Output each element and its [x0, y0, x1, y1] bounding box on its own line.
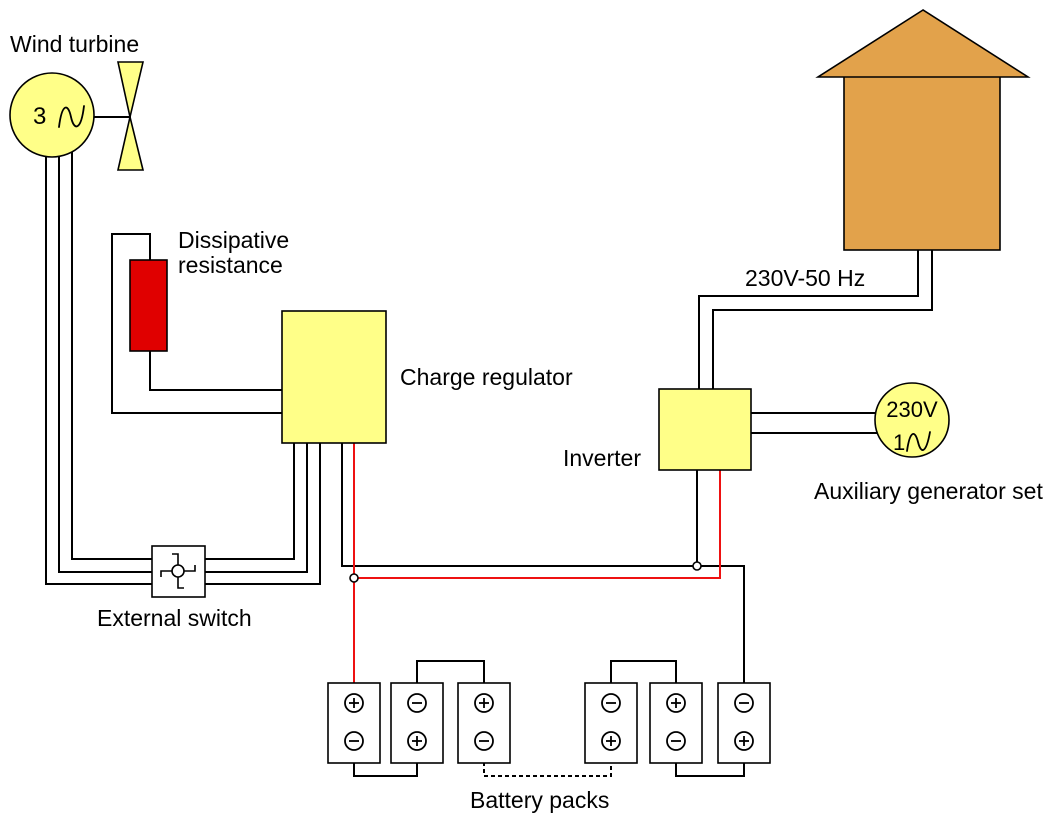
battery-link-bottom-5-6 — [675, 762, 745, 777]
minus-terminal-icon — [734, 693, 754, 713]
inverter — [658, 388, 752, 471]
generator-phase-count: 1 — [893, 430, 905, 455]
dissipative-resistance-label-line2: resistance — [178, 252, 283, 278]
mains-supply-label: 230V-50 Hz — [745, 265, 865, 291]
switch-to-regulator-wire-2 — [204, 442, 308, 573]
junction-positive — [349, 573, 359, 583]
turbine-generator-circle — [9, 72, 95, 158]
battery-case — [584, 682, 638, 764]
generator-voltage: 230V — [886, 397, 938, 422]
battery-link-top-2-3 — [416, 660, 485, 684]
dissipative-resistance-label-line1: Dissipative — [178, 227, 289, 253]
battery-pack — [327, 682, 381, 764]
battery-link-top-4-5 — [610, 660, 677, 684]
rotary-switch-icon — [160, 553, 196, 589]
sine-wave-icon — [906, 431, 931, 452]
turbine-wire-3 — [71, 150, 153, 560]
junction-negative — [692, 561, 702, 571]
battery-pack — [584, 682, 638, 764]
battery-link-bottom-1-2 — [353, 762, 418, 777]
switch-to-regulator-wire-1 — [204, 442, 295, 560]
battery-pack — [457, 682, 511, 764]
house — [815, 9, 1031, 251]
switch-to-regulator-wire-3 — [204, 442, 321, 585]
battery-pack — [649, 682, 703, 764]
minus-terminal-icon — [344, 731, 364, 751]
wind-turbine: 3 — [9, 61, 145, 171]
resistance-wire-top — [111, 233, 283, 414]
plus-terminal-icon — [474, 693, 494, 713]
regulator-negative-wire — [341, 442, 745, 684]
wiring — [45, 116, 933, 777]
labels: Wind turbine Dissipative resistance Char… — [10, 31, 1043, 813]
house-body — [843, 75, 1001, 251]
battery-pack — [717, 682, 771, 764]
house-wire-2 — [712, 249, 933, 390]
battery-case — [717, 682, 771, 764]
charge-regulator-label: Charge regulator — [400, 364, 573, 390]
auxiliary-generator-label: Auxiliary generator set — [814, 478, 1043, 504]
charge-regulator — [281, 310, 387, 444]
plus-terminal-icon — [344, 693, 364, 713]
sine-wave-icon — [58, 105, 85, 128]
house-wire-1 — [698, 249, 919, 390]
turbine-blade-top — [117, 61, 145, 118]
plus-terminal-icon — [601, 731, 621, 751]
dissipative-resistance — [129, 259, 168, 352]
inverter-label: Inverter — [563, 445, 641, 471]
turbine-blade-bottom — [116, 116, 145, 171]
battery-case — [457, 682, 511, 764]
auxiliary-generator: 230V 1 — [874, 382, 950, 458]
resistance-wire-bottom — [149, 350, 283, 391]
plus-terminal-icon — [666, 693, 686, 713]
turbine-wire-1 — [45, 150, 153, 585]
external-switch-label: External switch — [97, 605, 252, 631]
battery-link-bottom-3-4 — [483, 762, 612, 777]
wind-turbine-label: Wind turbine — [10, 31, 139, 57]
minus-terminal-icon — [666, 731, 686, 751]
minus-terminal-icon — [601, 693, 621, 713]
battery-packs-label: Battery packs — [470, 787, 609, 813]
turbine-phase-count: 3 — [33, 103, 46, 130]
minus-terminal-icon — [474, 731, 494, 751]
house-roof — [815, 9, 1031, 78]
battery-case — [649, 682, 703, 764]
inverter-positive-wire — [354, 469, 721, 579]
battery-case — [327, 682, 381, 764]
battery-pack — [390, 682, 444, 764]
plus-terminal-icon — [734, 731, 754, 751]
plus-terminal-icon — [407, 731, 427, 751]
battery-packs — [327, 682, 771, 764]
turbine-wire-2 — [58, 150, 153, 573]
generator-circle — [874, 382, 950, 458]
minus-terminal-icon — [407, 693, 427, 713]
external-switch — [151, 545, 206, 598]
battery-case — [390, 682, 444, 764]
